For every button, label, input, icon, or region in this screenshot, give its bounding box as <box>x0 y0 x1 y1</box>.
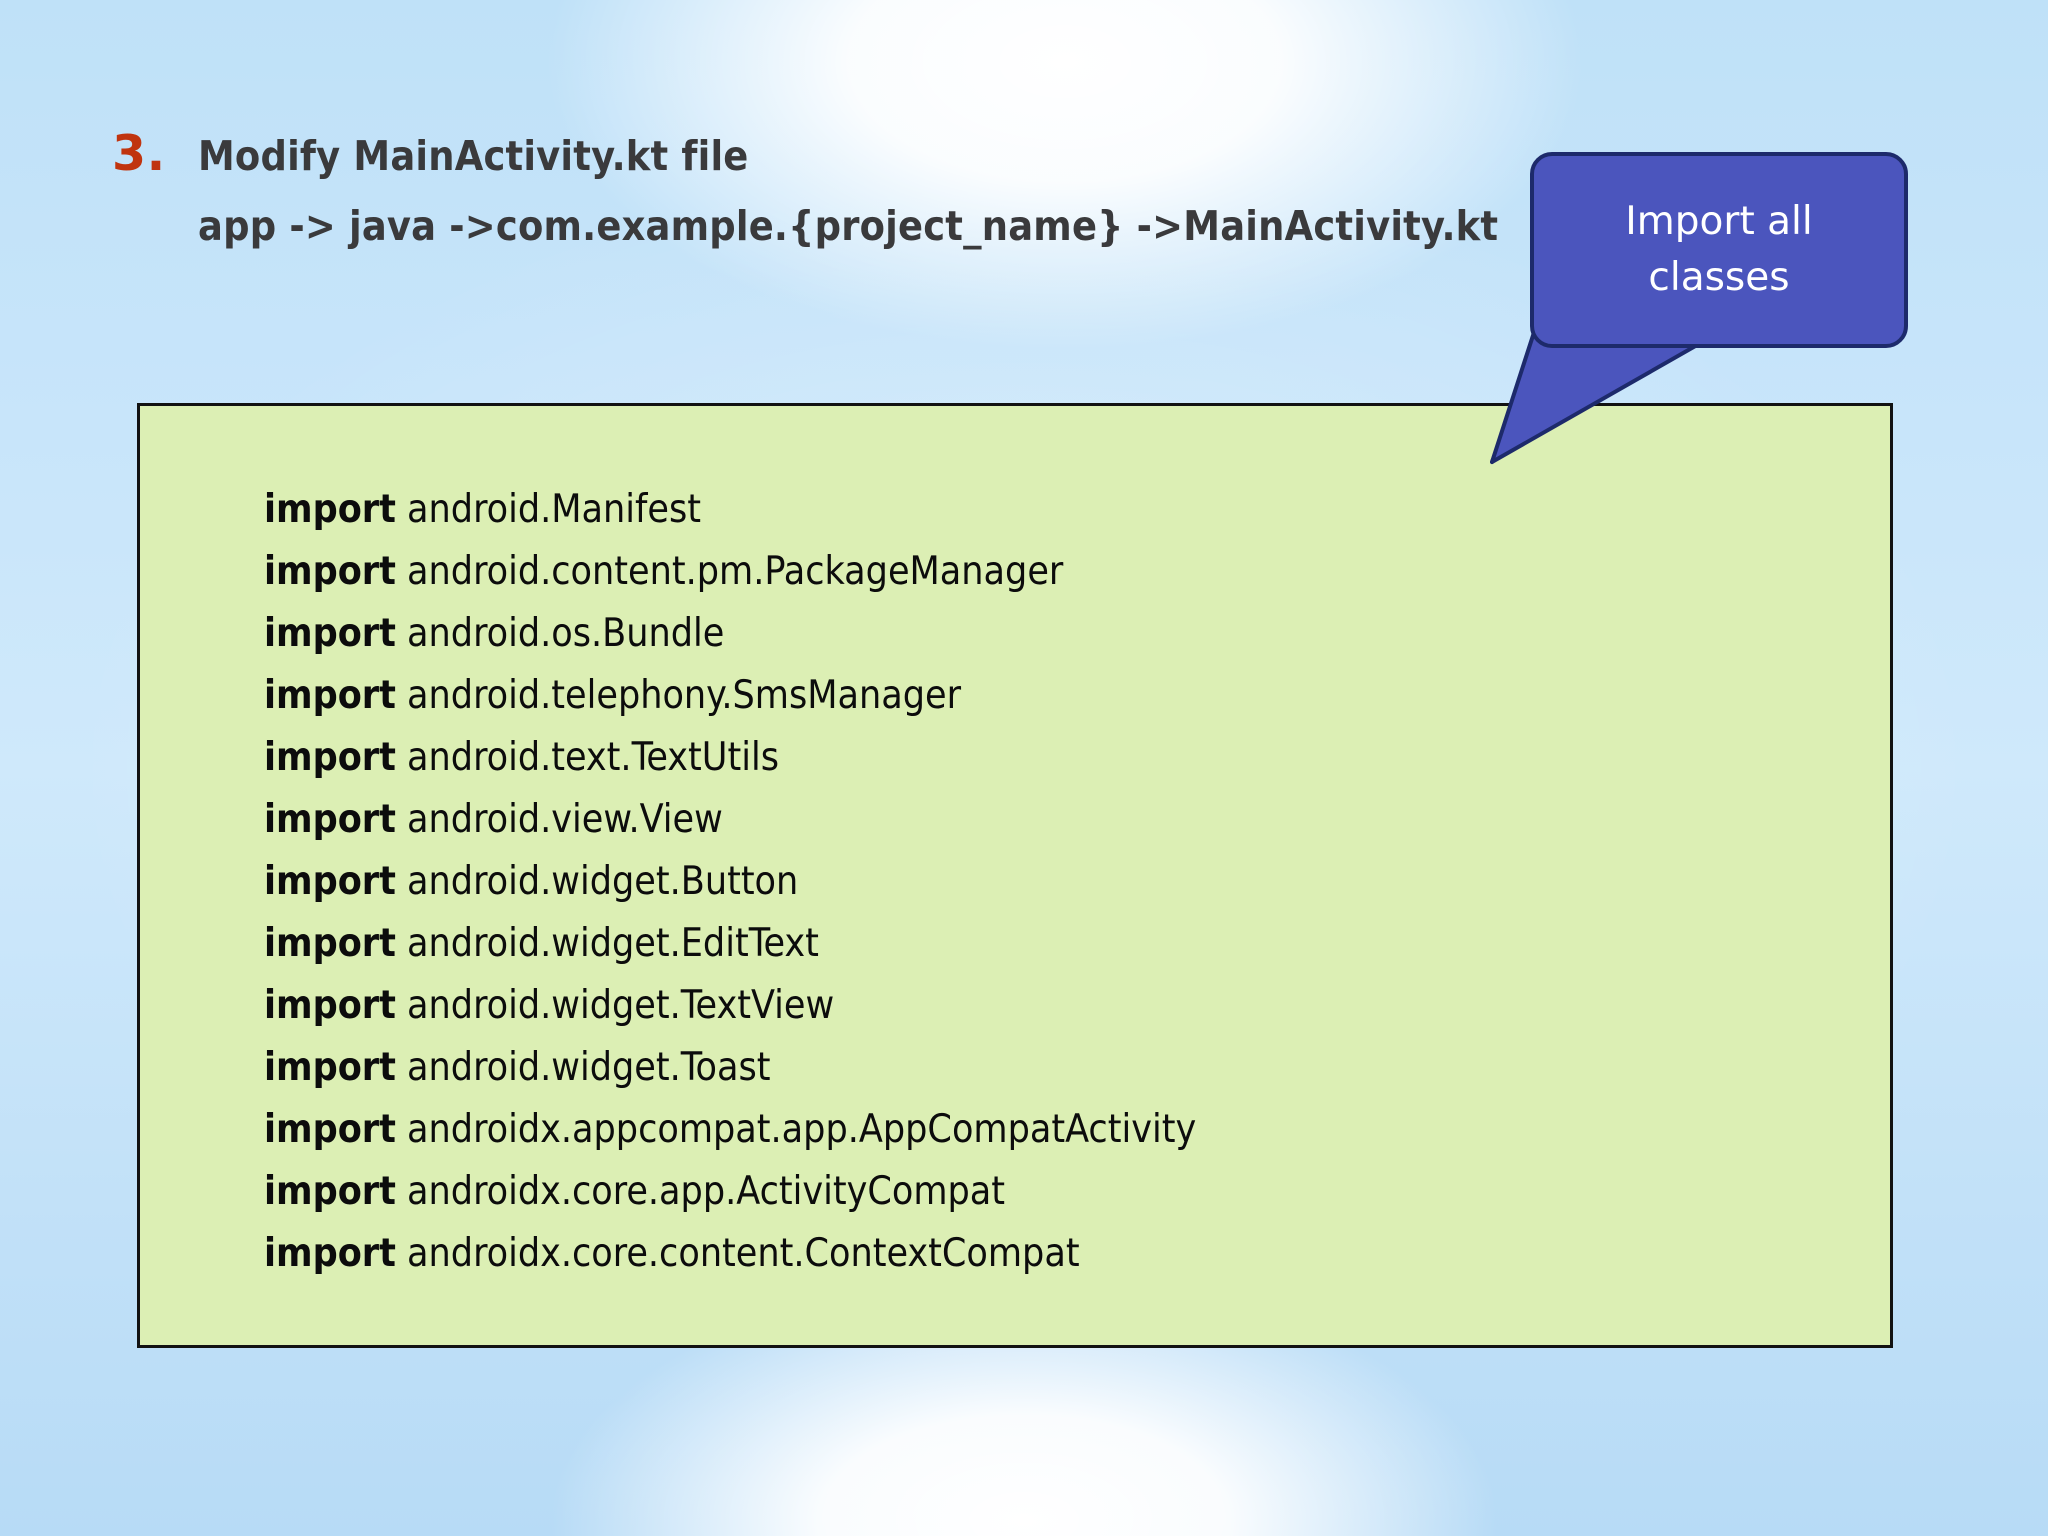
callout-annotation: Import all classes <box>1470 140 1940 480</box>
code-line-list: import android.Manifest import android.c… <box>264 479 1824 1285</box>
code-keyword: import <box>264 1045 396 1090</box>
code-keyword: import <box>264 549 396 594</box>
code-line: import androidx.core.content.ContextComp… <box>264 1223 1824 1285</box>
code-line: import android.content.pm.PackageManager <box>264 541 1824 603</box>
code-keyword: import <box>264 487 396 532</box>
code-package: android.widget.TextView <box>407 983 835 1028</box>
heading-line-1-row: 3. Modify MainActivity.kt file <box>112 124 1612 186</box>
code-line: import android.widget.Toast <box>264 1037 1824 1099</box>
code-package: android.view.View <box>407 797 723 842</box>
code-package: androidx.core.content.ContextCompat <box>407 1231 1080 1276</box>
code-line: import android.widget.Button <box>264 851 1824 913</box>
code-line: import android.telephony.SmsManager <box>264 665 1824 727</box>
code-box: import android.Manifest import android.c… <box>137 403 1893 1348</box>
code-package: android.text.TextUtils <box>407 735 779 780</box>
heading-line-2: app -> java ->com.example.{project_name}… <box>198 202 1499 250</box>
callout-text: Import all classes <box>1625 194 1812 306</box>
code-keyword: import <box>264 735 396 780</box>
code-line: import androidx.appcompat.app.AppCompatA… <box>264 1099 1824 1161</box>
callout-text-line-1: Import all <box>1625 199 1813 244</box>
code-line: import android.view.View <box>264 789 1824 851</box>
code-line: import android.widget.EditText <box>264 913 1824 975</box>
code-keyword: import <box>264 611 396 656</box>
code-keyword: import <box>264 983 396 1028</box>
code-keyword: import <box>264 859 396 904</box>
code-keyword: import <box>264 1231 396 1276</box>
heading-line-1: Modify MainActivity.kt file <box>198 132 749 180</box>
code-line: import android.text.TextUtils <box>264 727 1824 789</box>
code-package: android.widget.Button <box>407 859 799 904</box>
callout-text-line-2: classes <box>1648 255 1790 300</box>
code-keyword: import <box>264 921 396 966</box>
code-package: android.widget.EditText <box>407 921 819 966</box>
code-line: import android.os.Bundle <box>264 603 1824 665</box>
code-line: import androidx.core.app.ActivityCompat <box>264 1161 1824 1223</box>
code-package: androidx.appcompat.app.AppCompatActivity <box>407 1107 1197 1152</box>
heading-block: 3. Modify MainActivity.kt file app -> ja… <box>112 124 1612 254</box>
callout-bubble: Import all classes <box>1530 152 1908 348</box>
code-package: android.Manifest <box>407 487 701 532</box>
step-number: 3. <box>112 125 166 182</box>
code-package: androidx.core.app.ActivityCompat <box>407 1169 1006 1214</box>
code-package: android.content.pm.PackageManager <box>407 549 1064 594</box>
code-package: android.os.Bundle <box>407 611 725 656</box>
code-package: android.telephony.SmsManager <box>407 673 962 718</box>
code-keyword: import <box>264 673 396 718</box>
code-line: import android.Manifest <box>264 479 1824 541</box>
code-keyword: import <box>264 797 396 842</box>
code-keyword: import <box>264 1169 396 1214</box>
code-package: android.widget.Toast <box>407 1045 771 1090</box>
code-keyword: import <box>264 1107 396 1152</box>
code-line: import android.widget.TextView <box>264 975 1824 1037</box>
